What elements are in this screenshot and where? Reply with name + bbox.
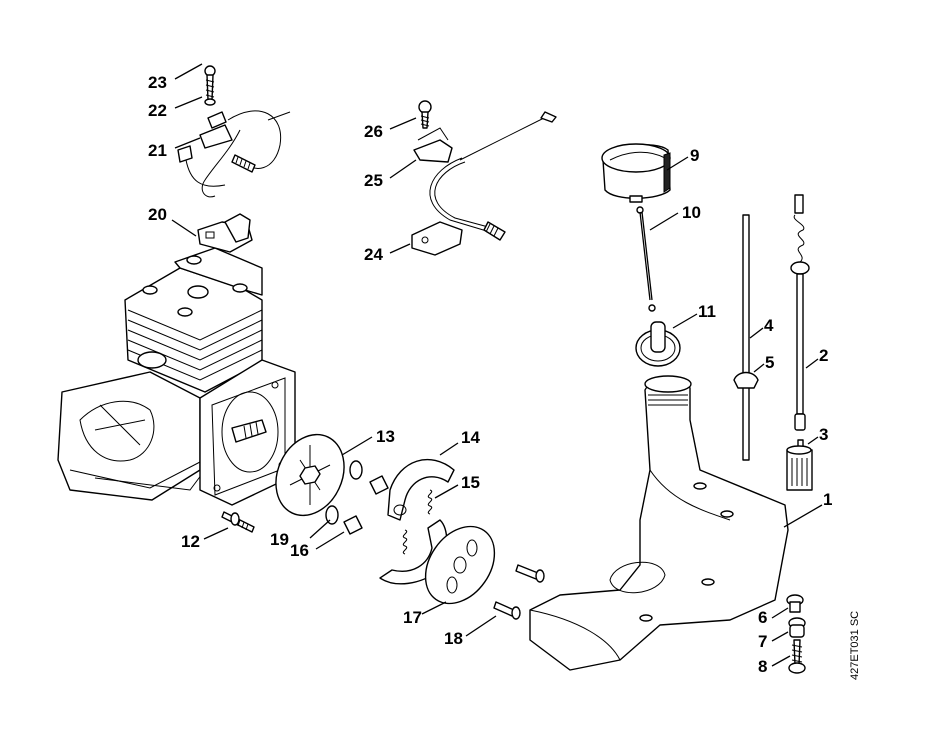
callout-7: 7 — [758, 632, 767, 651]
callout-14: 14 — [461, 428, 480, 447]
throttle-parts — [411, 100, 557, 256]
callout-25: 25 — [364, 171, 383, 190]
callout-20: 20 — [148, 205, 167, 224]
drawing-code: 427ET031 SC — [849, 611, 861, 680]
fuel-tank — [529, 375, 789, 671]
callout-13: 13 — [376, 427, 395, 446]
callout-1: 1 — [823, 490, 832, 509]
tank-mount-parts — [786, 594, 806, 674]
callout-16: 16 — [290, 541, 309, 560]
callout-labels: 23 22 21 20 26 25 24 9 10 11 4 5 2 3 1 6… — [148, 73, 861, 680]
engine-crankcase — [57, 247, 296, 506]
callout-19: 19 — [270, 530, 289, 549]
callout-4: 4 — [764, 316, 774, 335]
callout-17: 17 — [403, 608, 422, 627]
callout-11: 11 — [698, 302, 716, 321]
callout-3: 3 — [819, 425, 828, 444]
callout-22: 22 — [148, 101, 167, 120]
callout-24: 24 — [364, 245, 383, 264]
ignition-parts — [177, 65, 291, 253]
leader-lines — [171, 63, 823, 667]
callout-26: 26 — [364, 122, 383, 141]
callout-2: 2 — [819, 346, 828, 365]
callout-5: 5 — [765, 353, 774, 372]
clutch-parts — [221, 433, 545, 620]
callout-6: 6 — [758, 608, 767, 627]
callout-23: 23 — [148, 73, 167, 92]
callout-10: 10 — [682, 203, 701, 222]
callout-18: 18 — [444, 629, 463, 648]
hose-parts — [733, 194, 813, 491]
callout-8: 8 — [758, 657, 767, 676]
callout-21: 21 — [148, 141, 167, 160]
fuel-cap-parts — [601, 143, 681, 367]
callout-9: 9 — [690, 146, 699, 165]
callout-12: 12 — [181, 532, 200, 551]
callout-15: 15 — [461, 473, 480, 492]
